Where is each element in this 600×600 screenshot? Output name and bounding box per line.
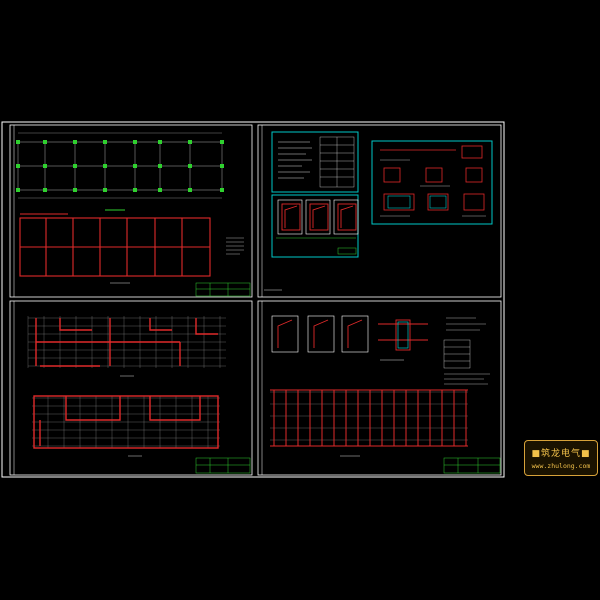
title-block (195, 457, 251, 474)
logo-url: www.zhulong.com (531, 462, 591, 470)
section-detail (378, 319, 428, 351)
column-markers (16, 140, 224, 192)
red-rebar-lower (33, 395, 219, 449)
title-block (443, 457, 501, 474)
sheet-beam-details (257, 300, 502, 476)
reinforcement-details (380, 145, 485, 211)
logo-title: ■筑龙电气■ (531, 449, 591, 459)
sheet-foundation-plan (9, 124, 253, 298)
red-beam-grid (19, 217, 211, 277)
red-beam-ribs (270, 389, 468, 447)
red-rebar-upper (35, 318, 218, 367)
watermark-logo: ■筑龙电气■ www.zhulong.com (524, 440, 598, 476)
footing-details (281, 203, 357, 231)
sheet-slab-plan (9, 300, 253, 476)
outer-frame (1, 121, 505, 478)
title-block (195, 282, 251, 297)
sheet-details-top (257, 124, 502, 298)
